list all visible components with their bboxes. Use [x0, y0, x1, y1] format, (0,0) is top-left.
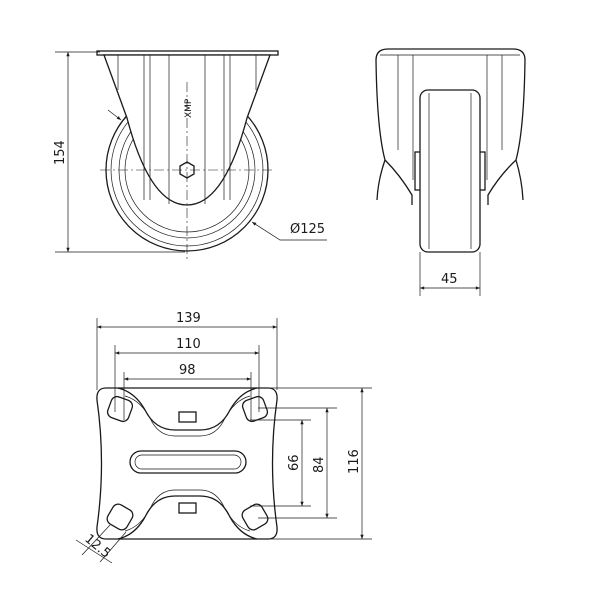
wheel-width-dimension: 45 [441, 272, 458, 287]
hole-height-inner-dimension: 66 [287, 454, 302, 471]
fork [103, 54, 271, 206]
logo: XMP [184, 98, 194, 118]
wheel-side [419, 89, 481, 253]
plate-view: 139 110 98 116 84 66 12.5 [75, 311, 372, 564]
hole-height-outer-dimension: 84 [312, 456, 327, 473]
plate-height-dimension: 116 [347, 449, 362, 474]
wheel-diameter-dimension: Ø125 [290, 222, 325, 237]
plate-width-dimension: 139 [176, 311, 201, 326]
hole-span-inner-dimension: 98 [179, 363, 196, 378]
hole-span-outer-dimension: 110 [176, 337, 201, 352]
front-view: XMP 154 Ø125 [53, 50, 327, 262]
front-height-dimension: 154 [53, 140, 68, 165]
side-view: 45 [375, 48, 526, 296]
slot-width-dimension: 12.5 [81, 532, 113, 562]
